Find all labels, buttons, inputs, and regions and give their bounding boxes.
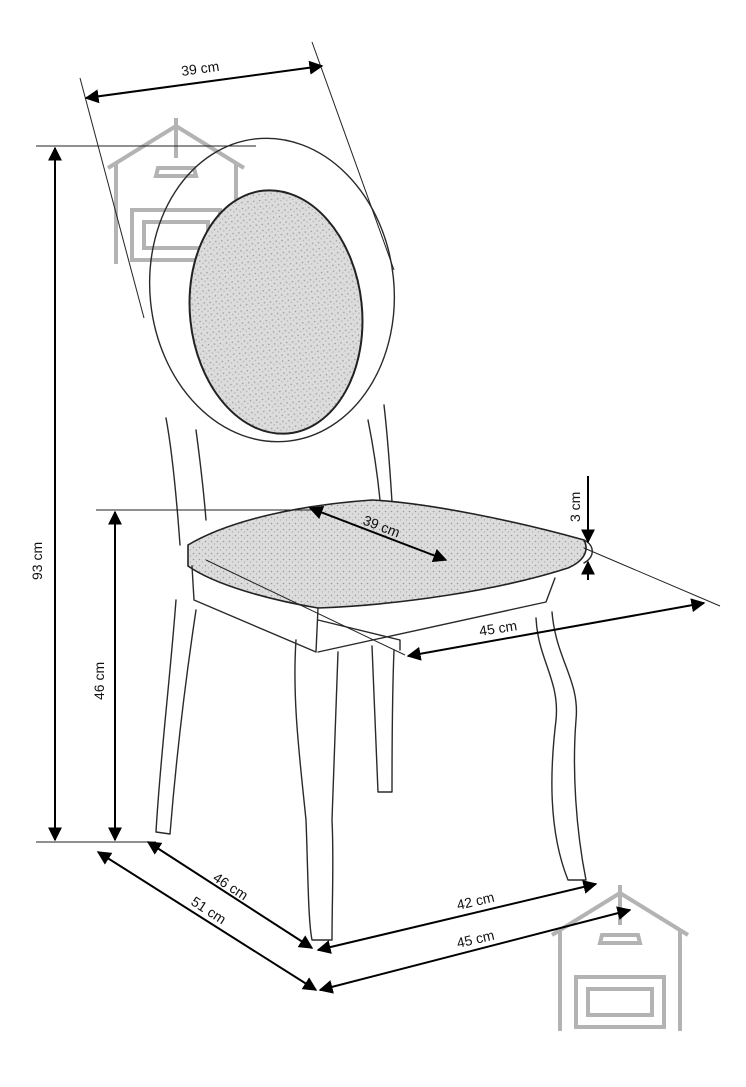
arrow-base-width-outer (318, 906, 632, 994)
arrow-base-depth-outer (96, 851, 318, 991)
label-seat-thickness: 3 cm (567, 492, 583, 522)
label-base-depth-inner: 46 cm (210, 869, 251, 903)
label-back-width: 39 cm (180, 58, 220, 79)
chair-leg-rear-right (371, 645, 395, 793)
chair-leg-rear-left (155, 599, 197, 835)
chair-leg-front-right (535, 611, 587, 881)
arrow-seat-width (406, 598, 706, 661)
arrow-back-width (84, 60, 324, 104)
chair-drawing (148, 137, 593, 941)
chair-back-frame (148, 137, 396, 443)
dimension-arrows (48, 60, 706, 994)
label-seat-height: 46 cm (91, 662, 107, 700)
label-base-width-outer: 45 cm (455, 927, 496, 951)
extension-lines (36, 41, 721, 843)
label-seat-width: 45 cm (478, 617, 518, 639)
house-sofa-logo-icon (550, 885, 690, 1031)
seat-cushion (187, 499, 587, 609)
chair-leg-front-left (294, 639, 339, 941)
label-total-height: 93 cm (29, 542, 45, 580)
chair-back-upholstery (188, 189, 364, 435)
arrow-seat-depth (308, 505, 448, 563)
